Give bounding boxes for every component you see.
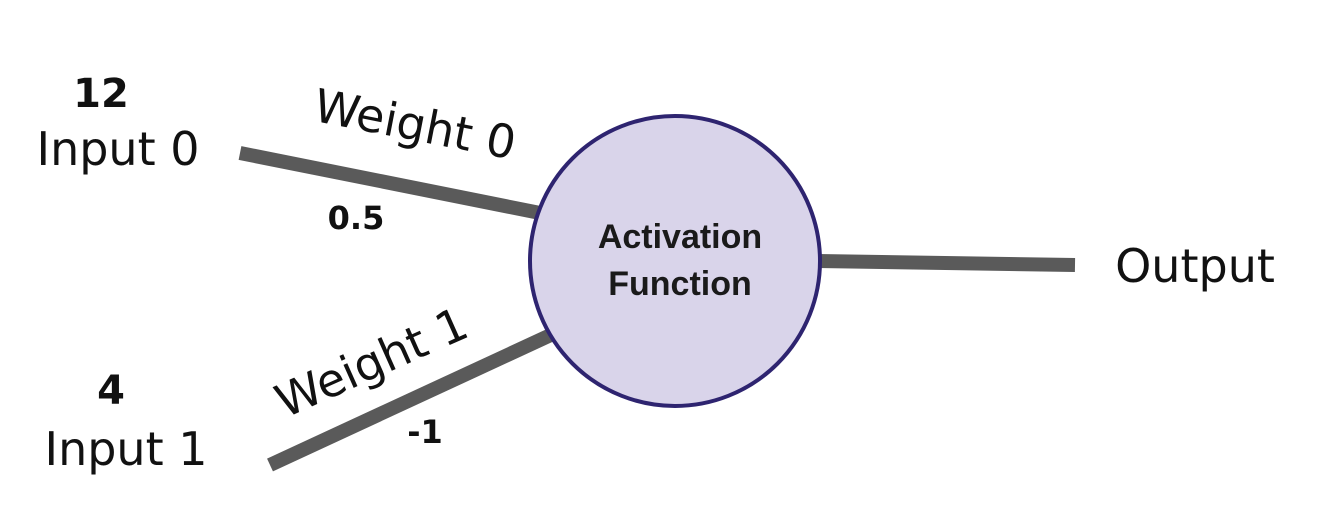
activation-function-node	[528, 114, 822, 408]
input-0-connection	[238, 146, 542, 220]
output-label: Output	[1115, 239, 1275, 293]
weight-0-label: Weight 0	[310, 78, 521, 170]
input-1-label: Input 1	[45, 422, 208, 476]
input-1-connection	[267, 326, 558, 472]
input-1-value: 4	[97, 368, 125, 414]
weight-1-label: Weight 1	[267, 296, 475, 428]
neuron-label-line1: Activation	[598, 218, 762, 256]
weight-0-value: 0.5	[328, 199, 385, 237]
neuron-label-line2: Function	[608, 265, 752, 303]
input-0-label: Input 0	[37, 122, 200, 176]
output-connection	[817, 254, 1076, 272]
input-0-value: 12	[73, 71, 129, 117]
weight-1-value: -1	[407, 413, 443, 451]
